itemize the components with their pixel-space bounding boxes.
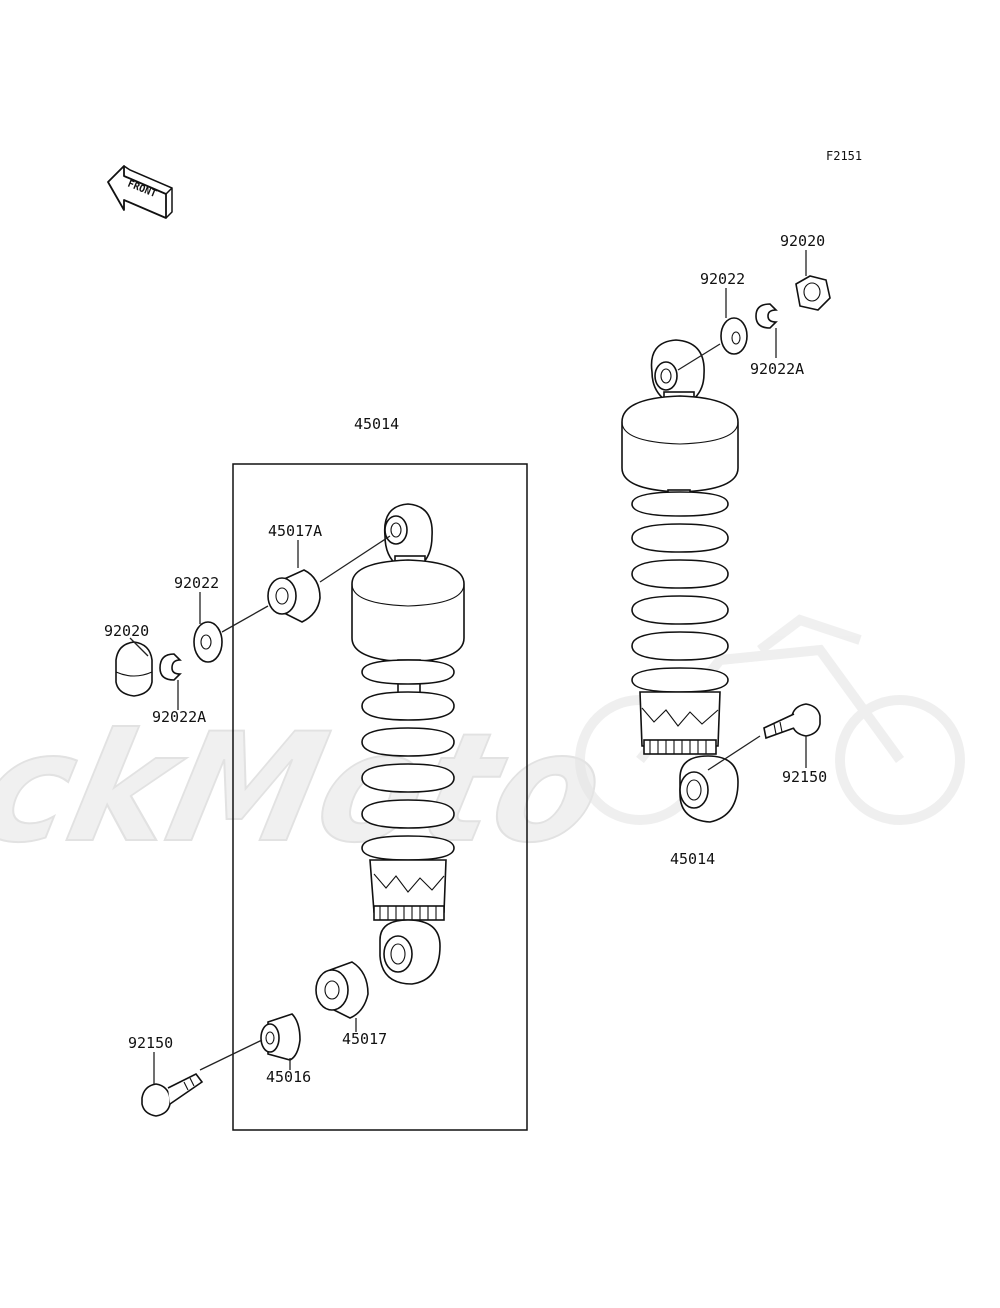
- part-label-92022A-left: 92022A: [152, 708, 206, 726]
- washer-92022: [193, 621, 223, 663]
- left-shock-absorber: [351, 503, 465, 985]
- right-shock-absorber: [621, 339, 739, 823]
- collar-92022A: [159, 653, 182, 681]
- part-label-92022A-right: 92022A: [750, 360, 804, 378]
- watermark: AckMoto: [0, 614, 965, 877]
- part-label-92150-right: 92150: [782, 768, 827, 786]
- part-label-45017: 45017: [342, 1030, 387, 1048]
- right-assembly-label: 45014: [670, 850, 715, 868]
- part-label-45016: 45016: [266, 1068, 311, 1086]
- left-assembly-label: 45014: [354, 415, 399, 433]
- assembly-bracket: [232, 463, 528, 1131]
- part-label-92020-left: 92020: [104, 622, 149, 640]
- cap-nut-92020: [115, 641, 153, 697]
- bolt-92150: [141, 1072, 204, 1117]
- part-label-92022-left: 92022: [174, 574, 219, 592]
- part-label-92022-right: 92022: [700, 270, 745, 288]
- bolt-92150-right: [763, 703, 821, 740]
- front-arrow-icon: FRONT: [107, 165, 173, 219]
- left-assembly: 45014: [104, 415, 528, 1131]
- washer-92022-right: [720, 317, 748, 355]
- part-label-92020-right: 92020: [780, 232, 825, 250]
- collar-92022A-right: [755, 303, 778, 329]
- nut-92020-right: [795, 275, 831, 311]
- watermark-text: AckMoto: [0, 701, 618, 876]
- part-label-45017A: 45017A: [268, 522, 322, 540]
- spring-coils-right: [631, 491, 729, 693]
- bushing-45017: [315, 961, 369, 1019]
- right-assembly: 45014 92022 92022A 92020 92150: [621, 232, 831, 868]
- bushing-45017A: [267, 569, 321, 623]
- spring-coils: [361, 659, 455, 861]
- part-label-92150-left: 92150: [128, 1034, 173, 1052]
- sleeve-45016: [260, 1013, 301, 1061]
- figure-code: F2151: [826, 149, 862, 163]
